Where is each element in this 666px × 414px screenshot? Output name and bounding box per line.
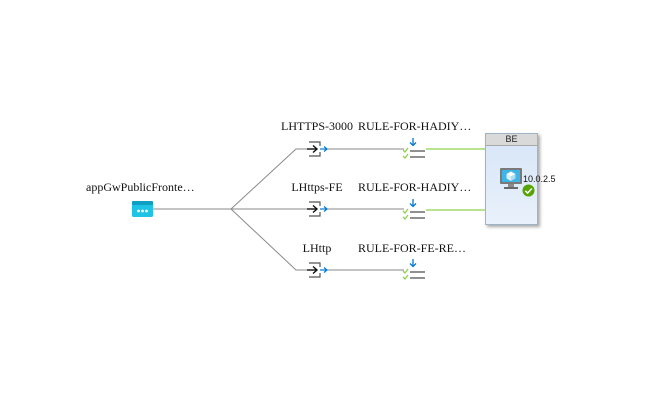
branch-line-1 (230, 148, 309, 210)
listener-icon[interactable] (307, 262, 328, 278)
listener-label-1: LHTTPS-3000 (281, 119, 353, 133)
routing-rule-icon[interactable] (402, 259, 425, 280)
backend-target-ip: 10.0.2.5 (523, 174, 556, 184)
rule-label-3: RULE-FOR-FE-RE… (358, 241, 466, 255)
routing-rule-icon[interactable] (402, 199, 425, 220)
listener-label-3: LHttp (302, 241, 332, 255)
routing-rule-icon[interactable] (402, 138, 425, 159)
listener-icon[interactable] (307, 141, 328, 157)
frontend-label: appGwPublicFronte… (86, 180, 195, 194)
virtual-machine-icon[interactable] (499, 167, 537, 197)
public-frontend-ip-icon[interactable] (132, 201, 153, 217)
listener-label-2: LHttps-FE (291, 180, 343, 194)
branch-line-3 (230, 208, 309, 271)
healthy-check-icon (522, 184, 535, 197)
rule-label-2: RULE-FOR-HADIY… (358, 180, 472, 194)
rule-label-1: RULE-FOR-HADIY… (358, 119, 472, 133)
backend-pool-title: BE (486, 134, 537, 146)
listener-icon[interactable] (307, 201, 328, 217)
